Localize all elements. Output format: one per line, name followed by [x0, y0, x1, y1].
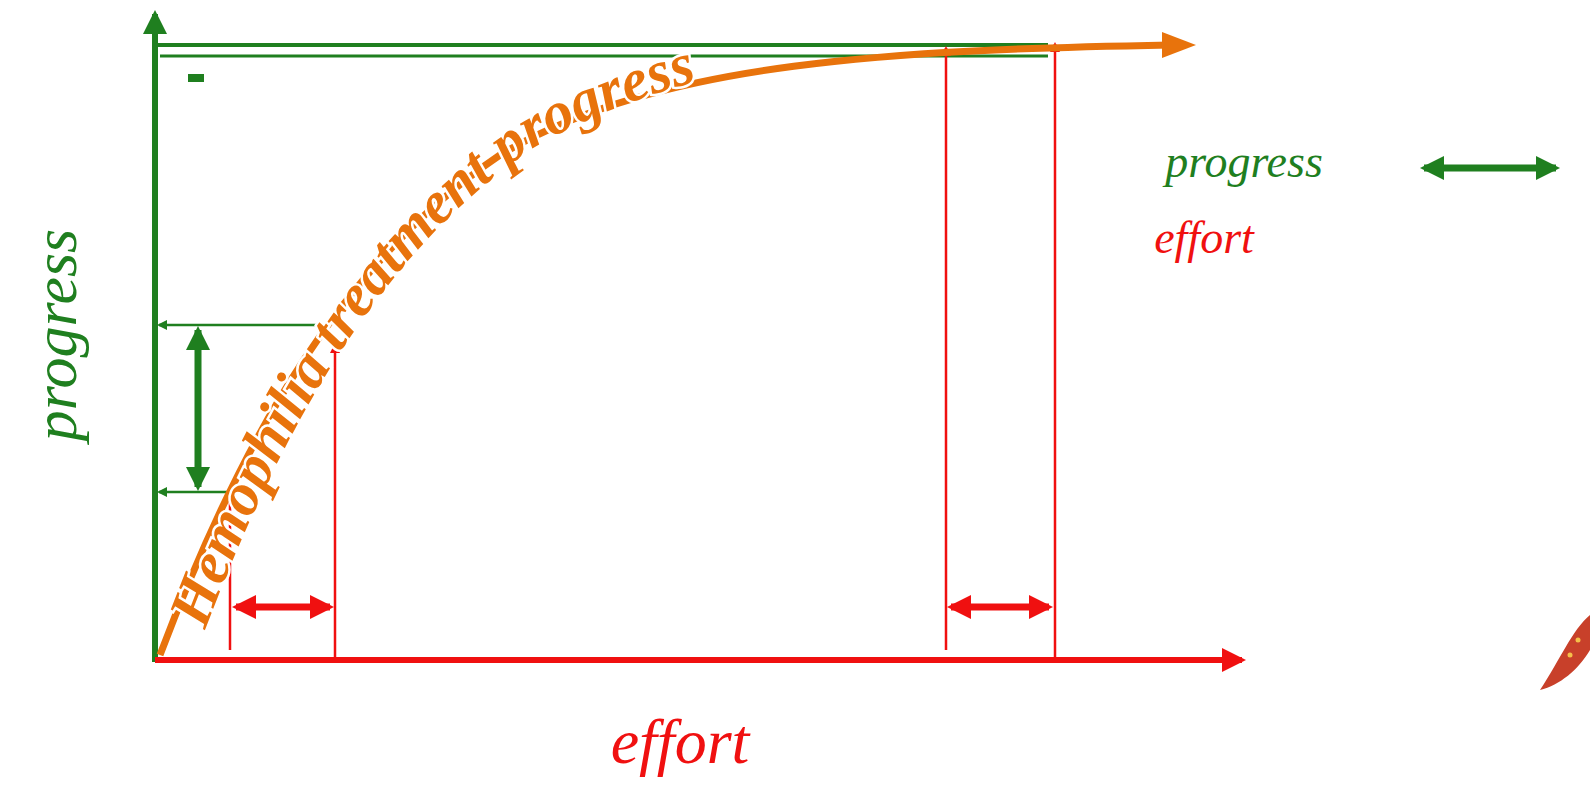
progress-span [195, 330, 202, 487]
axis-label: progress [24, 229, 86, 441]
curve-arrowhead [1162, 32, 1196, 58]
dash-mark [188, 74, 204, 82]
effort-span [951, 604, 1049, 611]
edge-figure [1576, 638, 1581, 643]
y-axis [152, 14, 158, 662]
effort-span [236, 604, 330, 611]
curve-label: Hemophilia treatment progress [155, 30, 701, 635]
edge-figure [1540, 615, 1590, 690]
axis-label: effort [611, 710, 750, 774]
legend-label: effort [1154, 215, 1254, 261]
legend-arrow [1424, 165, 1556, 172]
effort-marker [945, 48, 948, 650]
effort-marker [334, 345, 337, 660]
effort-marker [1054, 44, 1057, 660]
x-axis [155, 657, 1242, 663]
legend-label: progress [1165, 139, 1323, 185]
edge-figure [1568, 653, 1573, 658]
top-line [155, 43, 1048, 47]
